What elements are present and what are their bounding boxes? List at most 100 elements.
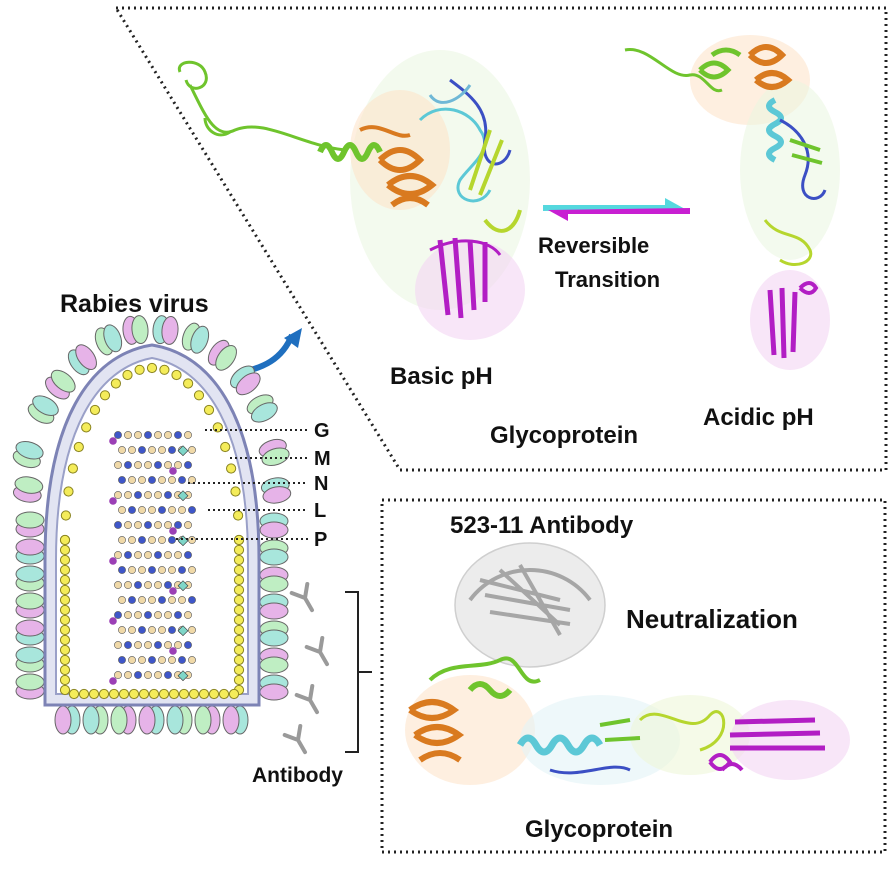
polymerase-l-dot bbox=[109, 677, 117, 685]
nucleoprotein-bead bbox=[138, 596, 146, 604]
matrix-bead bbox=[110, 378, 122, 389]
nucleoprotein-bead bbox=[154, 461, 162, 469]
nucleoprotein-bead bbox=[178, 656, 186, 664]
matrix-bead bbox=[59, 684, 71, 696]
nucleoprotein-bead bbox=[124, 431, 132, 439]
nucleoprotein-bead bbox=[148, 476, 156, 484]
nucleoprotein-bead bbox=[148, 536, 156, 544]
nucleoprotein-bead bbox=[174, 461, 182, 469]
spike-icon bbox=[259, 593, 289, 620]
matrix-bead bbox=[233, 574, 245, 586]
nucleoprotein-bead bbox=[128, 656, 136, 664]
matrix-bead bbox=[233, 674, 245, 686]
nucleoprotein-bead bbox=[148, 596, 156, 604]
nucleoprotein-bead bbox=[118, 566, 126, 574]
spike-icon bbox=[246, 394, 278, 423]
nucleoprotein-bead bbox=[138, 566, 146, 574]
matrix-bead bbox=[198, 688, 210, 700]
matrix-bead bbox=[99, 390, 111, 401]
nucleoprotein-bead bbox=[168, 506, 176, 514]
spike-icon bbox=[82, 705, 109, 735]
spike-icon bbox=[15, 646, 45, 673]
nucleoprotein-bead bbox=[184, 641, 192, 649]
nucleoprotein-bead bbox=[154, 581, 162, 589]
phosphoprotein-marker bbox=[177, 535, 189, 547]
nucleoprotein-bead bbox=[188, 596, 196, 604]
antibody-bracket bbox=[345, 591, 372, 753]
rabies-virus-title: Rabies virus bbox=[60, 290, 209, 318]
antibody-523-11-label: 523-11 Antibody bbox=[450, 512, 634, 539]
matrix-bead bbox=[98, 688, 110, 700]
top-panel-border bbox=[113, 6, 888, 472]
nucleoprotein-bead bbox=[178, 476, 186, 484]
antibody-icon bbox=[289, 581, 314, 613]
nucleoprotein-bead bbox=[154, 641, 162, 649]
nucleoprotein-bead bbox=[184, 611, 192, 619]
matrix-bead bbox=[233, 644, 245, 656]
matrix-bead bbox=[233, 624, 245, 636]
matrix-bead bbox=[128, 688, 140, 700]
matrix-bead bbox=[63, 486, 74, 497]
polymerase-l-dot bbox=[109, 617, 117, 625]
nucleoprotein-bead bbox=[144, 611, 152, 619]
nucleoprotein-bead bbox=[114, 521, 122, 529]
matrix-bead bbox=[59, 644, 71, 656]
nucleoprotein-bead bbox=[178, 506, 186, 514]
polymerase-l-dot bbox=[109, 557, 117, 565]
matrix-bead bbox=[208, 688, 220, 700]
nucleoprotein-bead bbox=[188, 566, 196, 574]
neutralization-label: Neutralization bbox=[626, 604, 798, 634]
matrix-bead bbox=[233, 544, 245, 556]
nucleoprotein-bead bbox=[144, 491, 152, 499]
nucleoprotein-bead bbox=[158, 506, 166, 514]
spike-icon bbox=[12, 476, 44, 503]
spike-icon bbox=[259, 620, 289, 647]
transition-label: Transition bbox=[555, 267, 660, 292]
nucleoprotein-bead bbox=[164, 431, 172, 439]
nucleoprotein-bead bbox=[114, 491, 122, 499]
polymerase-l-dot bbox=[169, 587, 177, 595]
spike-icon bbox=[259, 566, 289, 593]
nucleoprotein-bead bbox=[188, 626, 196, 634]
nucleoprotein-bead bbox=[144, 521, 152, 529]
matrix-bead bbox=[218, 688, 230, 700]
spike-icon bbox=[222, 705, 249, 735]
component-label-m: M bbox=[314, 448, 331, 470]
nucleoprotein-bead bbox=[114, 581, 122, 589]
nucleoprotein-bead bbox=[124, 461, 132, 469]
matrix-bead bbox=[233, 534, 245, 546]
spike-icon bbox=[207, 339, 237, 371]
matrix-bead bbox=[60, 510, 72, 521]
matrix-bead bbox=[59, 664, 71, 676]
nucleoprotein-bead bbox=[138, 656, 146, 664]
nucleoprotein-bead bbox=[168, 626, 176, 634]
component-label-l: L bbox=[314, 500, 326, 522]
nucleoprotein-bead bbox=[154, 671, 162, 679]
nucleoprotein-bead bbox=[144, 431, 152, 439]
matrix-bead bbox=[59, 614, 71, 626]
phosphoprotein-marker bbox=[177, 580, 189, 592]
matrix-bead bbox=[233, 604, 245, 616]
matrix-bead bbox=[168, 688, 180, 700]
nucleoprotein-bead bbox=[178, 566, 186, 574]
nucleoprotein-bead bbox=[148, 566, 156, 574]
nucleoprotein-bead bbox=[164, 671, 172, 679]
nucleoprotein-bead bbox=[128, 506, 136, 514]
nucleoprotein-bead bbox=[168, 446, 176, 454]
nucleoprotein-bead bbox=[144, 551, 152, 559]
nucleoprotein-bead bbox=[138, 536, 146, 544]
nucleoprotein-bead bbox=[188, 656, 196, 664]
matrix-bead bbox=[89, 404, 101, 416]
nucleoprotein-bead bbox=[124, 671, 132, 679]
nucleoprotein-bead bbox=[128, 536, 136, 544]
matrix-bead bbox=[233, 564, 245, 576]
nucleoprotein-bead bbox=[158, 476, 166, 484]
matrix-bead bbox=[226, 463, 237, 474]
matrix-bead bbox=[233, 614, 245, 626]
nucleoprotein-bead bbox=[154, 521, 162, 529]
spike-icon bbox=[94, 324, 123, 356]
nucleocapsid-coil bbox=[109, 431, 196, 685]
nucleoprotein-bead bbox=[158, 656, 166, 664]
